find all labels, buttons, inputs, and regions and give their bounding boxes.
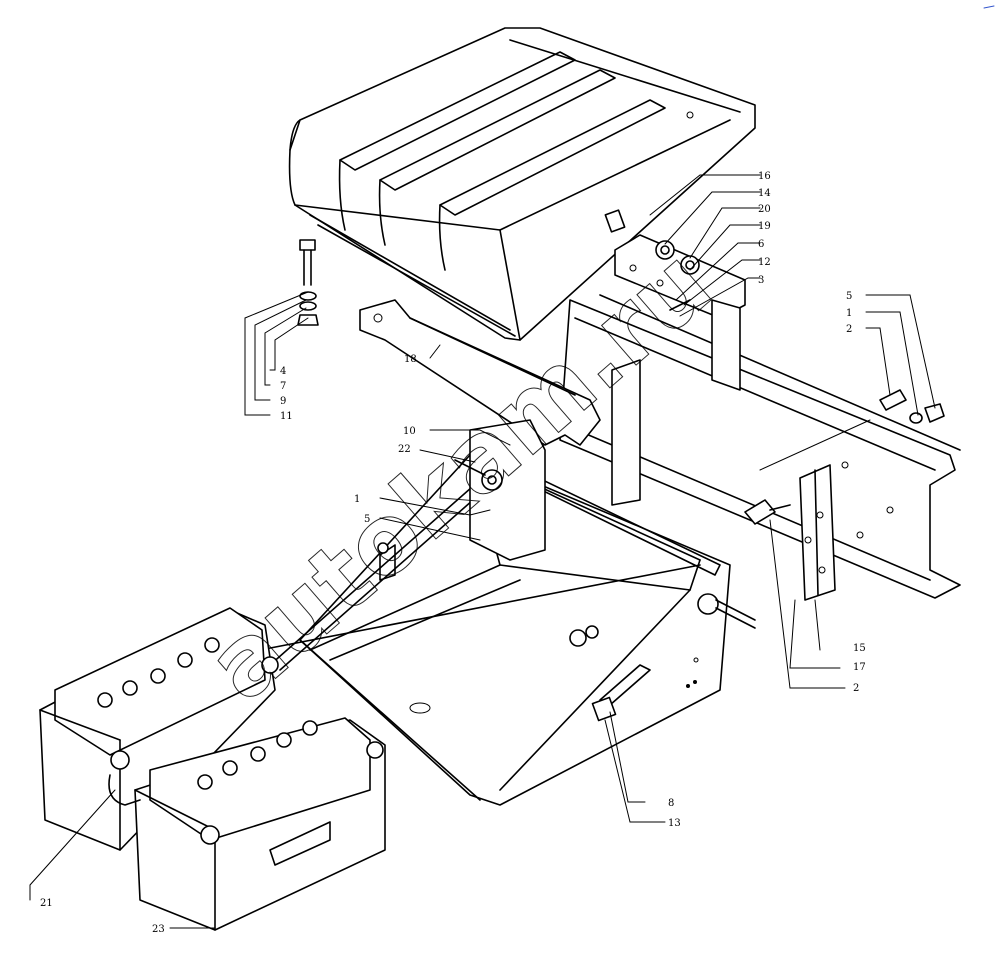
callout-9: 9 [280,396,286,407]
callout-4: 4 [280,366,286,377]
callout-6: 6 [758,239,764,250]
support-brackets [611,299,836,601]
callout-1-left: 1 [354,494,360,505]
callout-17: 17 [853,662,866,673]
callout-7: 7 [280,381,286,392]
callout-16: 16 [758,171,771,182]
callout-3: 3 [758,275,764,286]
bolt-set-right [744,389,945,525]
callout-12: 12 [758,257,771,268]
callout-18: 18 [404,354,417,365]
callout-5-left: 5 [364,514,370,525]
callout-23: 23 [152,924,165,935]
callout-10: 10 [403,426,416,437]
callout-8: 8 [668,798,674,809]
leader-lines [29,174,936,929]
callout-2-bottom: 2 [853,683,859,694]
callout-1-right: 1 [846,308,852,319]
callout-2-right: 2 [846,324,852,335]
callout-19: 19 [758,221,771,232]
callout-15: 15 [853,643,866,654]
callout-22: 22 [398,444,411,455]
corner-mark-icon [983,5,995,9]
callout-14: 14 [758,188,771,199]
battery-rear [39,607,276,851]
callout-21: 21 [40,898,53,909]
callout-11: 11 [280,411,293,422]
battery-cover [288,27,756,341]
bolt-stack-left [297,239,319,326]
callout-13: 13 [668,818,681,829]
frame-rail [559,294,961,599]
battery-front [108,656,386,931]
callout-labels: 16 14 20 19 6 12 3 5 1 2 4 7 9 11 18 10 … [40,171,866,935]
clamp-bar [259,419,756,671]
callout-5-right: 5 [846,291,852,302]
mounting-strap-bracket [359,299,601,446]
callout-20: 20 [758,204,771,215]
cover-bracket [614,234,746,319]
